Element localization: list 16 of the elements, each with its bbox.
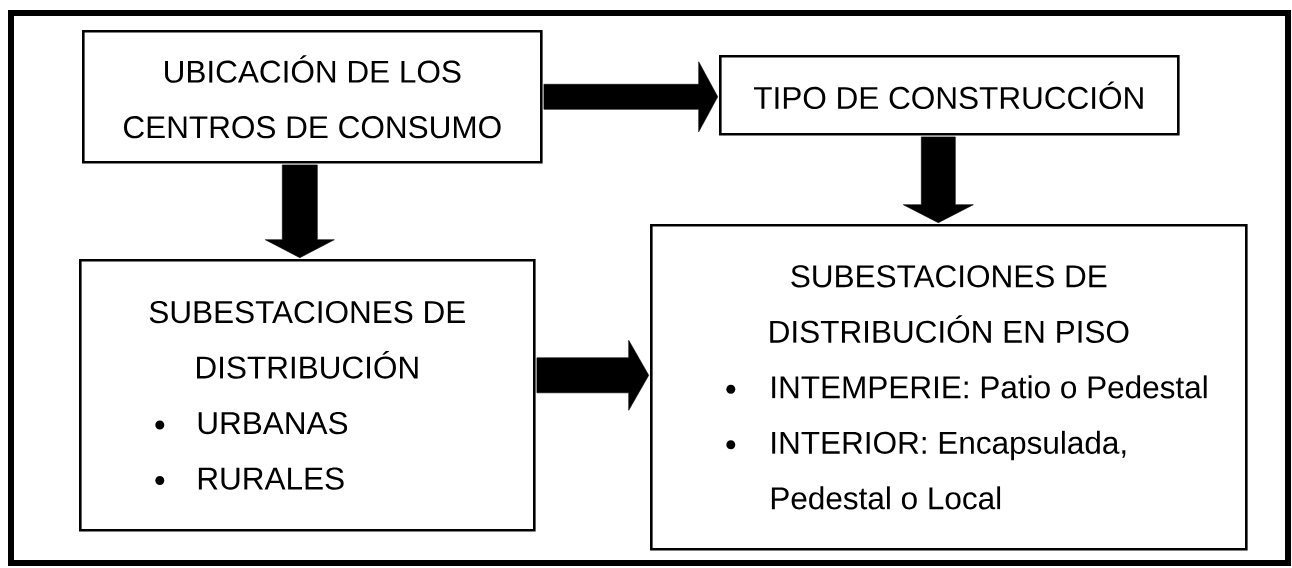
text-box: [79, 259, 536, 532]
block-arrow: [543, 61, 718, 133]
bullet-text: RURALES: [198, 467, 344, 490]
box-heading: SUBESTACIONES DE DISTRIBUCIÓN: [149, 300, 465, 379]
text-box: [82, 30, 543, 164]
block-arrow: [265, 164, 335, 258]
box-heading: SUBESTACIONES DE DISTRIBUCIÓN EN PISO: [770, 265, 1129, 343]
box-heading: TIPO DE CONSTRUCCIÓN: [754, 81, 1143, 110]
text-box: [650, 224, 1248, 551]
bullet-text: URBANAS: [198, 411, 348, 435]
bullet-text: INTERIOR: Encapsulada, Pedestal o Local: [771, 430, 1126, 510]
bullet-text: INTEMPERIE: Patio o Pedestal: [772, 375, 1207, 399]
block-arrow: [903, 136, 974, 223]
text-box: [719, 55, 1180, 136]
block-arrow: [536, 340, 649, 411]
box-heading: UBICACIÓN DE LOS CENTROS DE CONSUMO: [124, 55, 501, 139]
